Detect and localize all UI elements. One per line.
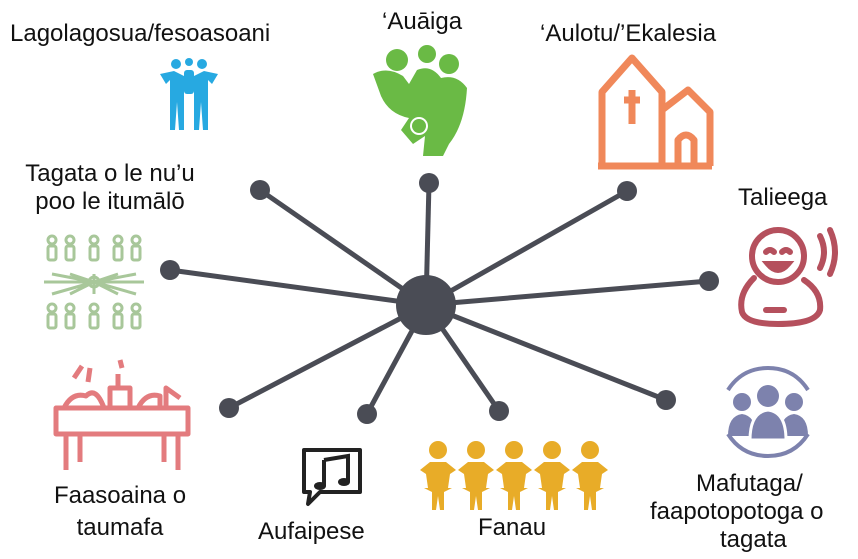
label-neighbours-line-1: Tagata o le nu’u — [25, 160, 195, 187]
family-icon — [373, 45, 467, 156]
label-groups-line-1: Mafutaga/ — [696, 470, 803, 497]
person-figure — [88, 302, 100, 330]
spoke-church — [424, 188, 629, 308]
person-figure — [130, 234, 142, 262]
label-groups: Mafutaga/ faapotopotoga o tagata — [650, 470, 858, 554]
spoke-food — [227, 302, 428, 411]
people-group-icon — [726, 365, 810, 459]
friends-icon — [160, 58, 218, 130]
node-dot-food — [219, 398, 239, 418]
node-dot-children — [489, 401, 509, 421]
label-talk-line: Talieega — [738, 184, 828, 211]
label-groups-line-2: faapotopotoga o — [650, 498, 824, 525]
person-figure — [112, 234, 124, 262]
spokes — [160, 173, 719, 424]
label-food: Faasoaina o taumafa — [30, 480, 210, 544]
spoke-groups — [425, 302, 667, 403]
church-icon — [598, 54, 714, 170]
spoke-friends — [258, 187, 428, 308]
node-dot-family — [419, 173, 439, 193]
label-family-line: ‘Auāiga — [382, 8, 463, 35]
hub-node — [396, 275, 456, 335]
network-icon — [44, 234, 144, 330]
label-music: Aufaipese — [258, 518, 365, 546]
child-figure — [534, 441, 570, 510]
node-dot-groups — [656, 390, 676, 410]
music-note-icon — [302, 448, 362, 506]
children-icon — [420, 441, 608, 510]
person-figure — [46, 302, 58, 330]
person-figure — [46, 234, 58, 262]
label-children-line: Fanau — [478, 514, 547, 541]
spoke-talk — [425, 278, 710, 308]
label-family: ‘Auāiga — [382, 8, 462, 36]
node-dot-neighbours — [160, 260, 180, 280]
node-dot-talk — [699, 271, 719, 291]
label-friends: Lagolagosua/fesoasoani — [10, 20, 270, 48]
person-figure — [130, 302, 142, 330]
label-food-line-2: taumafa — [76, 514, 164, 541]
label-friends-line: Lagolagosua/fesoasoani — [10, 20, 271, 47]
label-church-line: ‘Aulotu/’Ekalesia — [540, 20, 717, 47]
label-church: ‘Aulotu/’Ekalesia — [540, 20, 716, 48]
label-food-line-1: Faasoaina o — [53, 482, 187, 509]
label-children: Fanau — [478, 514, 546, 542]
label-groups-line-3: tagata — [720, 526, 787, 553]
node-dot-church — [617, 181, 637, 201]
laughing-person-icon — [738, 227, 838, 328]
child-figure — [572, 441, 608, 510]
node-dot-friends — [250, 180, 270, 200]
person-figure — [64, 234, 76, 262]
child-figure — [496, 441, 532, 510]
node-dot-music — [357, 404, 377, 424]
person-figure — [64, 302, 76, 330]
person-figure — [88, 234, 100, 262]
feast-table-icon — [53, 359, 191, 470]
child-figure — [420, 441, 456, 510]
label-music-line: Aufaipese — [258, 518, 365, 545]
label-talk: Talieega — [738, 184, 827, 212]
label-neighbours-line-2: poo le itumālō — [35, 188, 185, 215]
child-figure — [458, 441, 494, 510]
spoke-neighbours — [169, 267, 427, 308]
label-neighbours: Tagata o le nu’u poo le itumālō — [6, 160, 214, 216]
person-figure — [112, 302, 124, 330]
